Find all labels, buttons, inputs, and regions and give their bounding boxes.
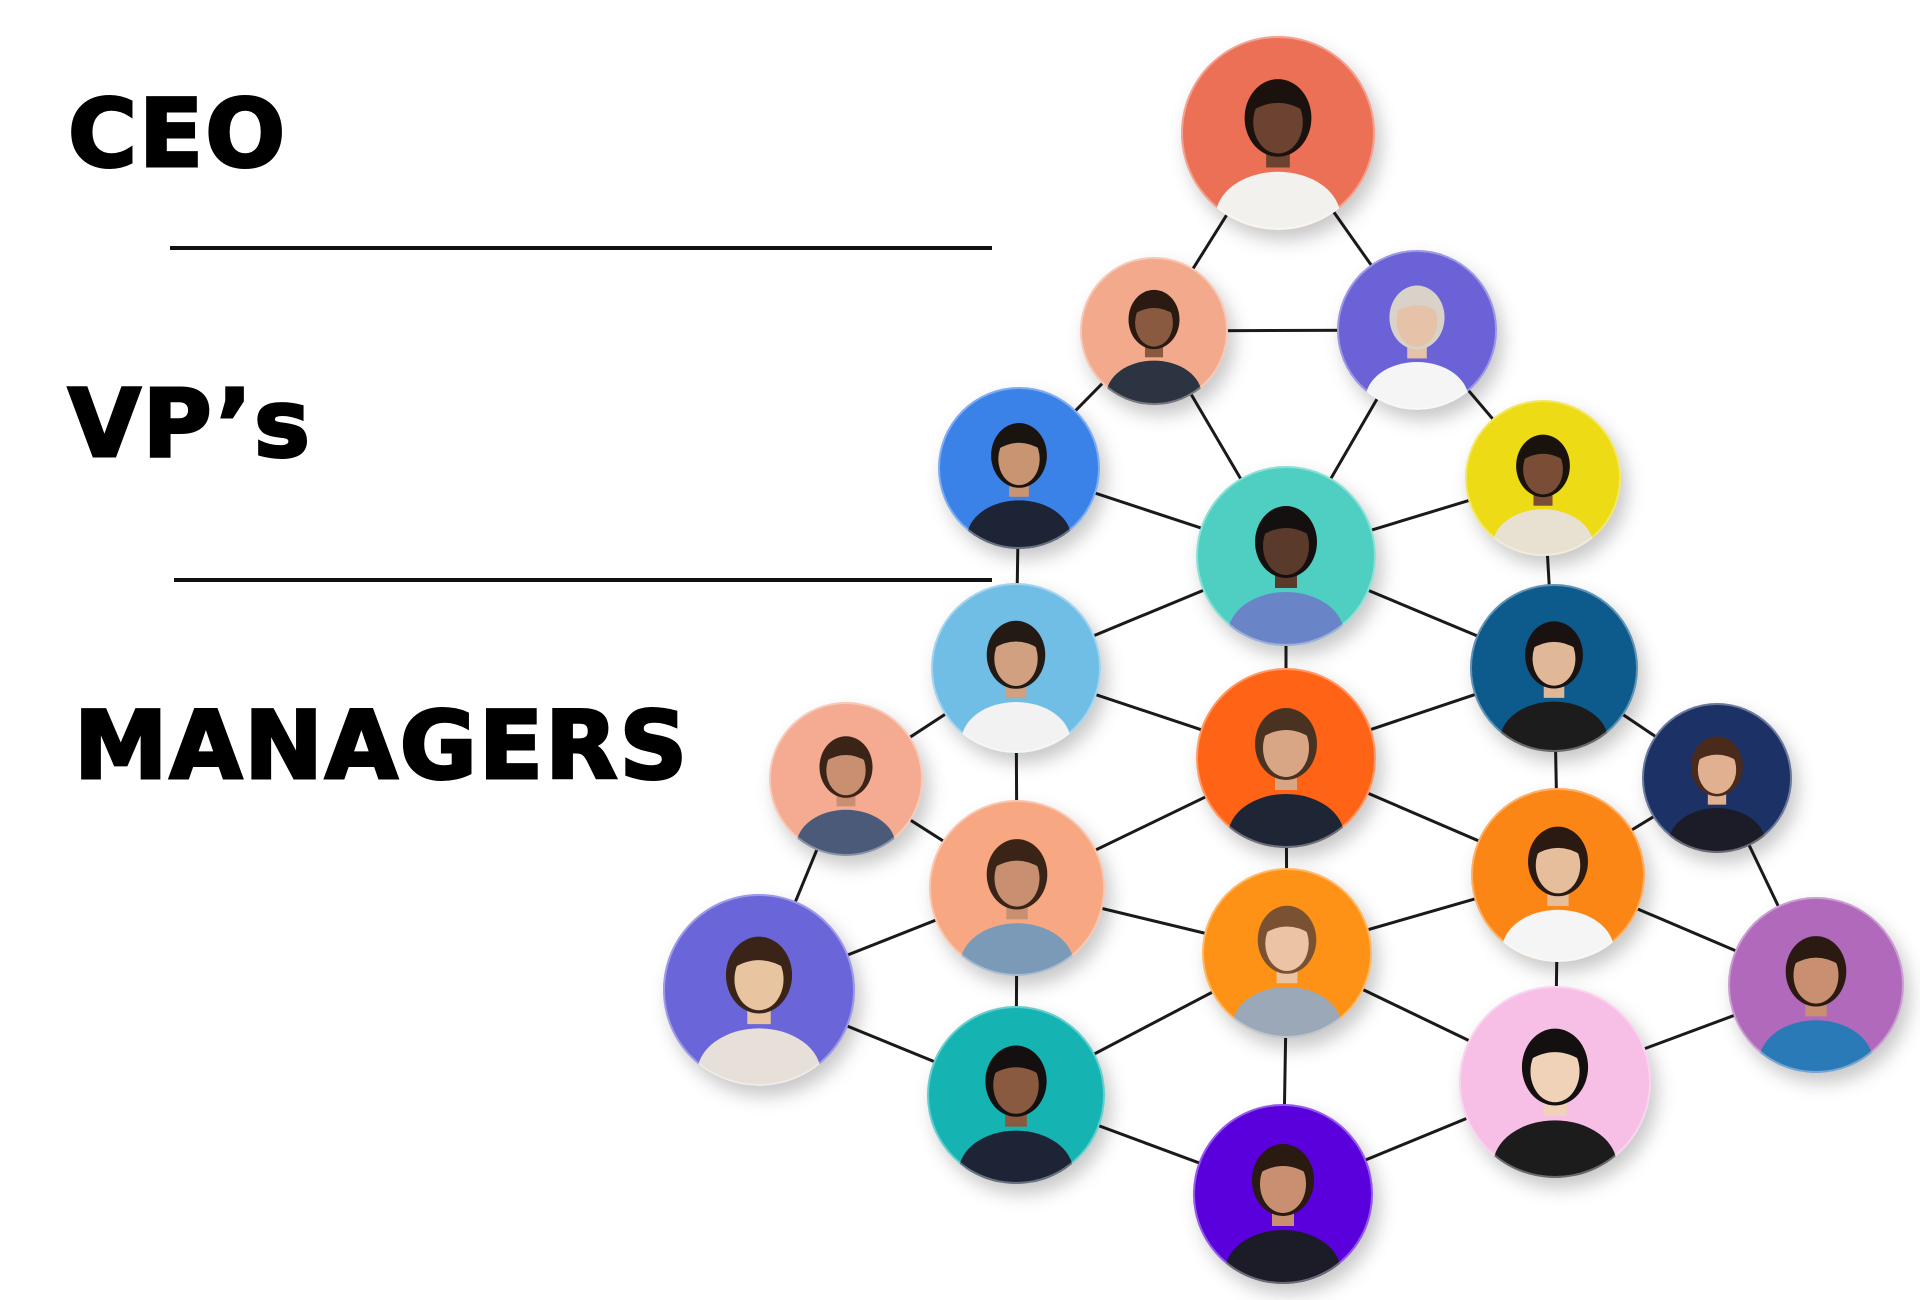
person-node-vp-2: [1337, 250, 1497, 410]
person-node-vp-4: [1465, 400, 1621, 556]
person-avatar-mgr-11: [958, 1045, 1074, 1184]
person-avatar-mgr-9: [697, 936, 821, 1086]
person-avatar-vp-1: [1106, 289, 1202, 405]
person-avatar-vp-3: [966, 423, 1072, 549]
level-divider-1: [170, 246, 992, 250]
person-avatar-mgr-3: [1228, 708, 1344, 848]
person-avatar-mgr-12: [1493, 1028, 1617, 1178]
person-avatar-mgr-8: [1232, 905, 1342, 1038]
person-node-mgr-1: [931, 583, 1101, 753]
person-node-mgr-3: [1196, 668, 1376, 848]
person-avatar-mgr-5: [1668, 736, 1766, 853]
person-node-mgr-4: [769, 702, 923, 856]
person-node-mgr-13: [1193, 1104, 1373, 1284]
person-node-mgr-12: [1459, 986, 1651, 1178]
person-avatar-vp-5: [1228, 506, 1344, 646]
level-label-managers: MANAGERS: [72, 692, 690, 801]
level-label-ceo: CEO: [66, 80, 288, 189]
person-node-mgr-9: [663, 894, 855, 1086]
person-avatar-mgr-10: [1759, 936, 1873, 1073]
person-avatar-vp-2: [1365, 285, 1469, 410]
person-avatar-mgr-7: [1501, 826, 1615, 962]
person-avatar-mgr-4: [796, 736, 896, 856]
person-avatar-mgr-6: [960, 839, 1074, 976]
person-node-mgr-7: [1471, 788, 1645, 962]
person-node-ceo: [1181, 36, 1375, 230]
person-node-mgr-11: [927, 1006, 1105, 1184]
level-label-vps: VP’s: [67, 370, 312, 479]
person-avatar-mgr-1: [961, 620, 1071, 753]
people-nodes: [663, 36, 1904, 1284]
person-node-vp-5: [1196, 466, 1376, 646]
person-avatar-vp-4: [1492, 434, 1594, 556]
person-node-mgr-6: [929, 800, 1105, 976]
person-node-mgr-2: [1470, 584, 1638, 752]
person-node-mgr-8: [1202, 868, 1372, 1038]
person-node-vp-1: [1080, 257, 1228, 405]
person-node-vp-3: [938, 387, 1100, 549]
person-node-mgr-5: [1642, 703, 1792, 853]
level-divider-2: [174, 578, 992, 582]
person-avatar-mgr-2: [1499, 621, 1609, 752]
person-avatar-ceo: [1215, 79, 1341, 230]
person-node-mgr-10: [1728, 897, 1904, 1073]
person-avatar-mgr-13: [1225, 1144, 1341, 1284]
